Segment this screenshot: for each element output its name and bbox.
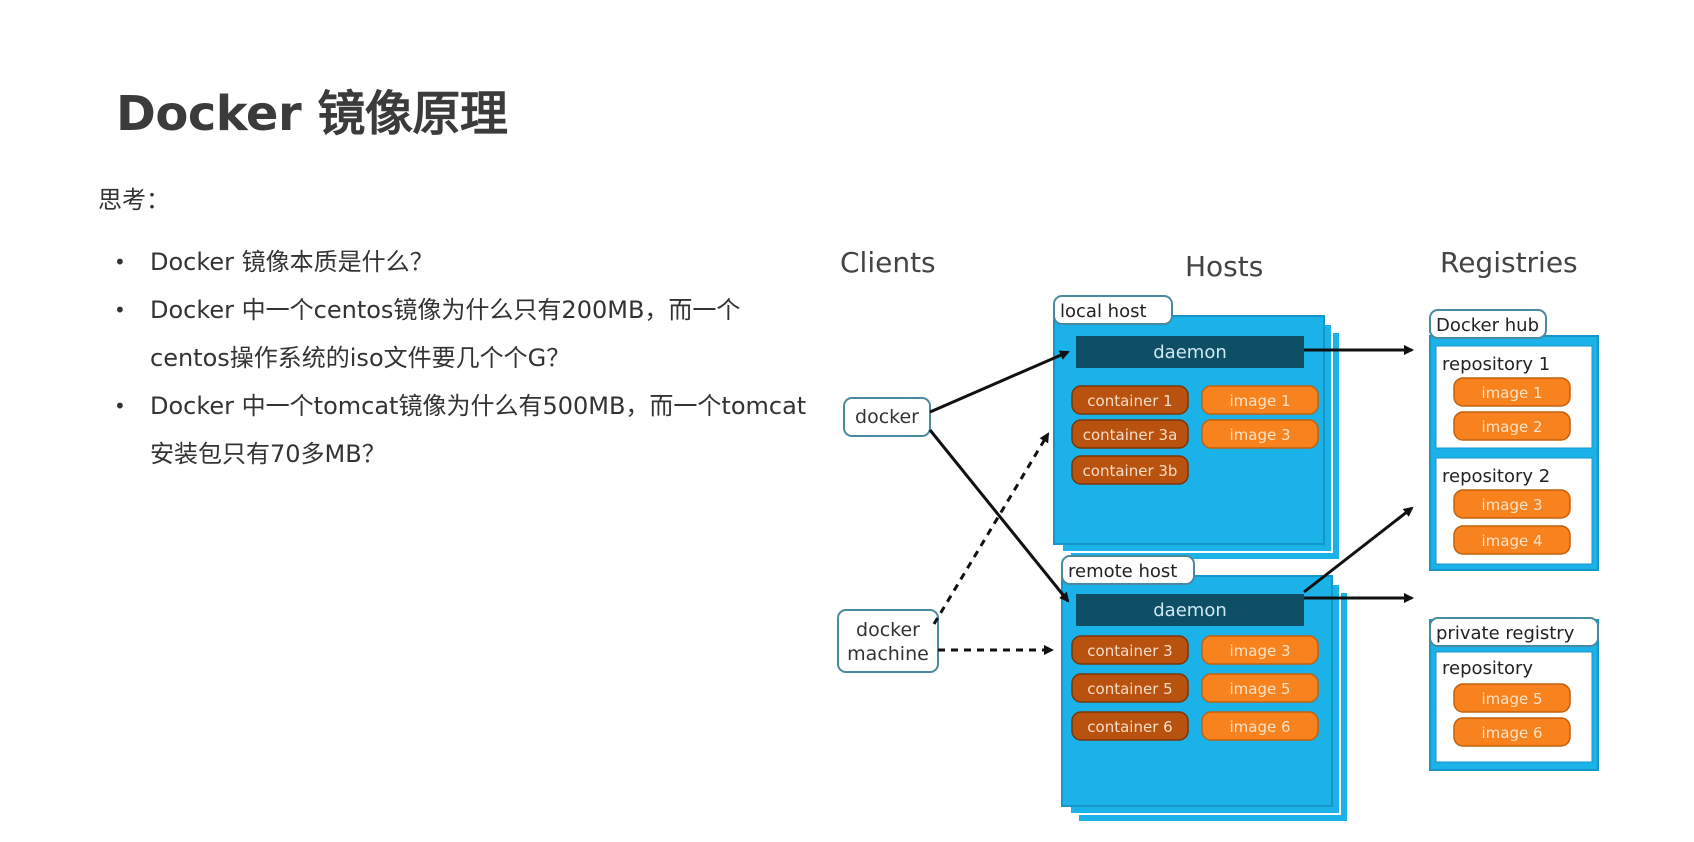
column-heading-hosts: Hosts: [1185, 250, 1263, 283]
docker-client-label: docker: [855, 406, 919, 428]
private-registry-label: private registry: [1436, 623, 1575, 644]
question-item: • Docker 中一个tomcat镜像为什么有500MB，而一个tomcat安…: [112, 382, 812, 478]
arrow-docker-to-local-daemon: [929, 350, 1070, 414]
local-host-tag: local host: [1053, 295, 1173, 325]
remote-host-label: remote host: [1068, 561, 1177, 582]
container-label: container 6: [1087, 718, 1172, 736]
question-item: • Docker 镜像本质是什么？: [112, 238, 812, 286]
container-label: container 1: [1087, 392, 1172, 410]
docker-machine-client: docker machine: [837, 609, 939, 673]
repository-box: repository image 5 image 6: [1435, 651, 1593, 763]
docker-architecture-diagram: Clients Hosts Registries local host daem…: [837, 246, 1599, 823]
repository-box: repository 1 image 1 image 2: [1435, 345, 1593, 449]
image-label: image 5: [1481, 690, 1542, 708]
column-heading-clients: Clients: [840, 246, 936, 279]
repository-box: repository 2 image 3 image 4: [1435, 457, 1593, 565]
docker-machine-label-line2: machine: [847, 643, 929, 665]
daemon-label: daemon: [1153, 600, 1227, 621]
daemon-label: daemon: [1153, 342, 1227, 363]
slide-title: Docker 镜像原理: [116, 86, 508, 142]
connection-arrows: [928, 345, 1414, 655]
repository-label: repository 1: [1442, 354, 1550, 375]
docker-client: docker: [843, 397, 931, 437]
image-label: image 1: [1229, 392, 1290, 410]
image-label: image 3: [1229, 642, 1290, 660]
column-heading-registries: Registries: [1440, 246, 1578, 279]
image-label: image 3: [1481, 496, 1542, 514]
repository-label: repository: [1442, 658, 1533, 679]
local-host-images: image 1 image 3: [1201, 385, 1319, 449]
bullet-icon: •: [114, 298, 126, 322]
bullet-icon: •: [114, 250, 126, 274]
local-host-containers: container 1 container 3a container 3b: [1071, 385, 1189, 485]
arrow-remote-daemon-to-docker-hub: [1303, 506, 1414, 594]
local-host-label: local host: [1060, 301, 1147, 322]
image-label: image 2: [1481, 418, 1542, 436]
image-label: image 3: [1229, 426, 1290, 444]
container-label: container 3a: [1083, 426, 1178, 444]
remote-host-tag: remote host: [1061, 555, 1195, 585]
image-label: image 6: [1229, 718, 1290, 736]
question-item: • Docker 中一个centos镜像为什么只有200MB，而一个centos…: [112, 286, 812, 382]
image-label: image 4: [1481, 532, 1542, 550]
docker-hub-registry: Docker hub repository 1 image 1 image 2 …: [1429, 309, 1599, 571]
remote-host-daemon: daemon: [1076, 594, 1304, 626]
remote-host-containers: container 3 container 5 container 6: [1071, 635, 1189, 741]
container-label: container 5: [1087, 680, 1172, 698]
question-text: Docker 中一个centos镜像为什么只有200MB，而一个centos操作…: [150, 296, 741, 372]
question-list: • Docker 镜像本质是什么？ • Docker 中一个centos镜像为什…: [112, 238, 812, 478]
think-label: 思考：: [98, 186, 170, 214]
container-label: container 3b: [1083, 462, 1178, 480]
repository-label: repository 2: [1442, 466, 1550, 487]
container-label: container 3: [1087, 642, 1172, 660]
docker-machine-label-line1: docker: [856, 619, 920, 641]
image-label: image 6: [1481, 724, 1542, 742]
image-label: image 5: [1229, 680, 1290, 698]
private-registry: private registry repository image 5 imag…: [1429, 617, 1599, 771]
local-host-daemon: daemon: [1076, 336, 1304, 368]
question-text: Docker 中一个tomcat镜像为什么有500MB，而一个tomcat安装包…: [150, 392, 807, 468]
image-label: image 1: [1481, 384, 1542, 402]
remote-host-images: image 3 image 5 image 6: [1201, 635, 1319, 741]
question-text: Docker 镜像本质是什么？: [150, 248, 434, 276]
arrow-machine-to-local-host: [932, 432, 1050, 625]
bullet-icon: •: [114, 394, 126, 418]
docker-hub-label: Docker hub: [1436, 315, 1539, 336]
arrow-docker-to-remote-daemon: [928, 429, 1070, 603]
